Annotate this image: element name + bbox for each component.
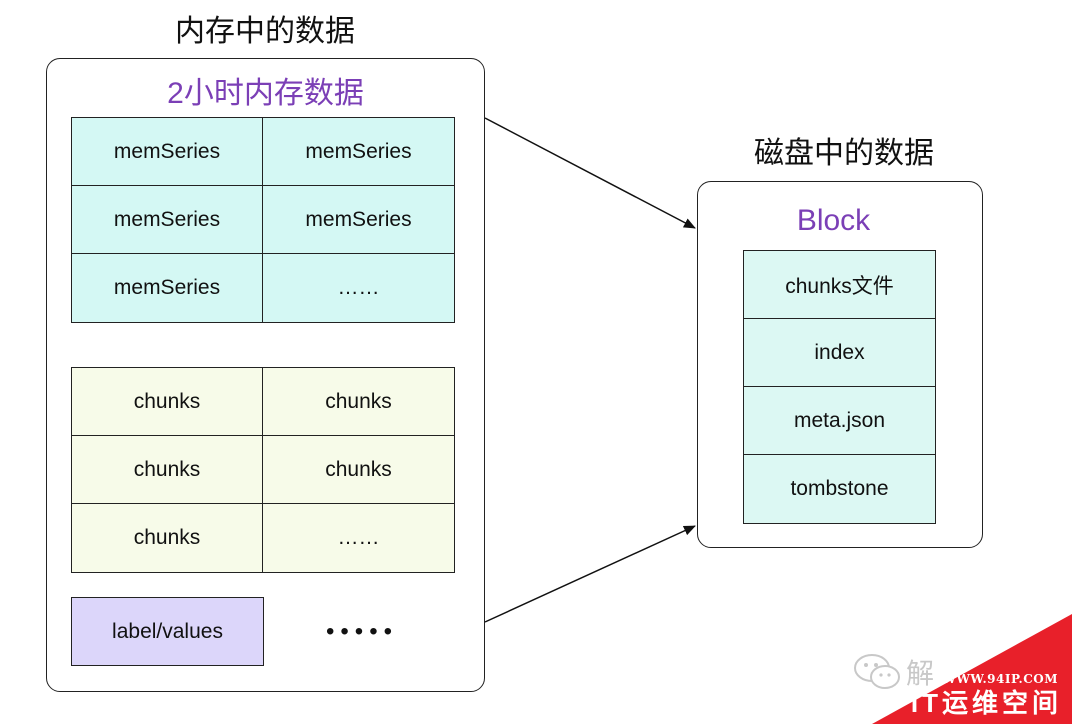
block-file-tombstone: tombstone <box>790 477 889 500</box>
arrow-to-disk-top <box>484 117 696 229</box>
chunks-grid: chunks chunks chunks chunks chunks …… <box>71 367 455 573</box>
watermark-site: WWW.94IP.COM <box>942 672 1058 686</box>
memseries-cell: memSeries <box>72 118 263 186</box>
label-values-box: label/values <box>71 597 264 666</box>
more-indicator: ••••• <box>326 618 399 645</box>
memseries-cell: memSeries <box>263 186 454 254</box>
disk-title: 磁盘中的数据 <box>754 137 934 170</box>
block-file-index: index <box>744 319 935 387</box>
memseries-grid: memSeries memSeries memSeries memSeries … <box>71 117 455 323</box>
chunks-cell: chunks <box>72 504 263 572</box>
memseries-ellipsis-cell: …… <box>337 276 380 299</box>
memseries-cell: memSeries <box>72 254 263 322</box>
memseries-cell: memSeries <box>72 186 263 254</box>
memseries-cell: memSeries <box>263 118 454 186</box>
arrow-to-disk-bottom <box>484 525 696 623</box>
chunks-cell: chunks <box>72 436 263 504</box>
memory-title: 内存中的数据 <box>175 15 355 48</box>
block-heading: Block <box>796 204 871 237</box>
memory-heading: 2小时内存数据 <box>167 77 364 110</box>
chunks-cell: chunks <box>72 368 263 436</box>
chunks-cell: chunks <box>263 436 454 504</box>
watermark-name: IT运维空间 <box>910 688 1062 718</box>
block-file-chunks: chunks文件 <box>744 251 935 319</box>
block-file-meta: meta.json <box>744 387 935 455</box>
chunks-ellipsis-cell: …… <box>337 526 380 549</box>
chunks-cell: chunks <box>263 368 454 436</box>
watermark-banner <box>872 614 1072 724</box>
block-files-list: chunks文件 index meta.json tombstone <box>743 250 936 524</box>
